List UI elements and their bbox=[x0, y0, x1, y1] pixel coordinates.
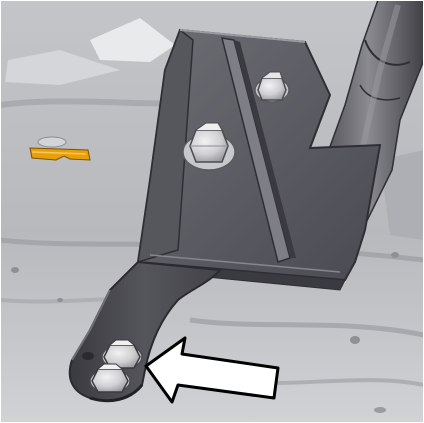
lower-bolt-bottom bbox=[89, 363, 131, 394]
direction-arrow-icon bbox=[144, 336, 280, 404]
orange-component bbox=[29, 136, 91, 161]
lower-bolt-top bbox=[101, 339, 143, 370]
upper-bolt-left bbox=[182, 122, 236, 171]
upper-bolt-right bbox=[254, 71, 290, 103]
arm-hole bbox=[82, 352, 94, 360]
mounting-bracket bbox=[134, 28, 382, 291]
